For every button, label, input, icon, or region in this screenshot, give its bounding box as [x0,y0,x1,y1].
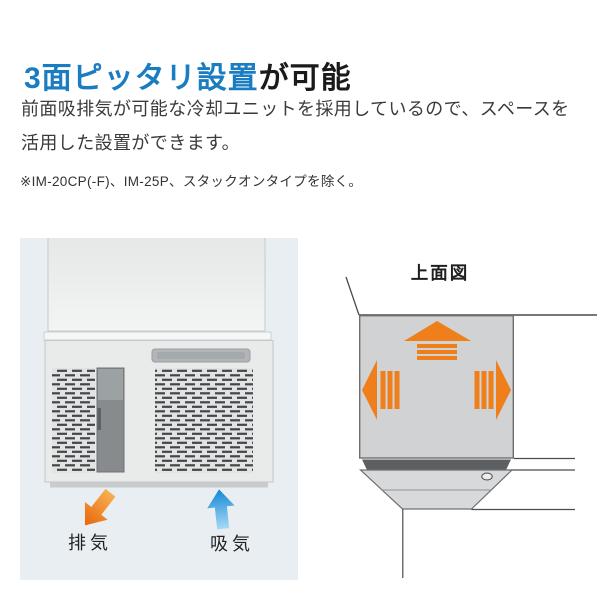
note-text: ※IM-20CP(-F)、IM-25P、スタックオンタイプを除く。 [20,174,363,189]
machine-base [50,482,268,488]
filter-column-top [98,369,123,400]
front-panel-hole [481,472,493,481]
right-vent-grille [155,368,253,473]
top-view-diagram: 上面図 [345,263,597,578]
corner-wall-line [345,276,360,316]
filter-column-latch [97,408,101,430]
flush-top-arrow-icon [404,321,471,360]
page-title: 3面ピッタリ設置が可能 [24,53,352,97]
exhaust-label: 排気 [68,533,112,553]
body-text-line-1: 前面吸排気が可能な冷却ユニットを採用しているので、スペースを [21,99,570,119]
top-view-title: 上面図 [411,263,470,283]
left-vent-grille [52,368,95,473]
flush-left-arrow-icon [362,360,400,420]
body-text: 前面吸排気が可能な冷却ユニットを採用しているので、スペースを 活用した設置ができ… [21,92,581,160]
body-text-line-2: 活用した設置ができます。 [21,133,240,153]
unit-front-band [362,459,511,470]
flush-right-arrow-icon [474,360,511,420]
machine-door [47,238,266,332]
front-view-illustration: 排気 吸気 [43,238,274,554]
vent-handle-inner [157,352,245,359]
page-title-rest: が可能 [258,62,352,96]
unit-top-view [359,315,515,459]
intake-arrow-icon [207,489,235,530]
intake-label: 吸気 [210,534,254,554]
exhaust-arrow-icon [84,488,116,526]
page-title-highlight: 3面ピッタリ設置 [24,62,259,96]
front-view-figure: 排気 吸気 [20,238,298,580]
machine-hinge-band [43,331,272,341]
